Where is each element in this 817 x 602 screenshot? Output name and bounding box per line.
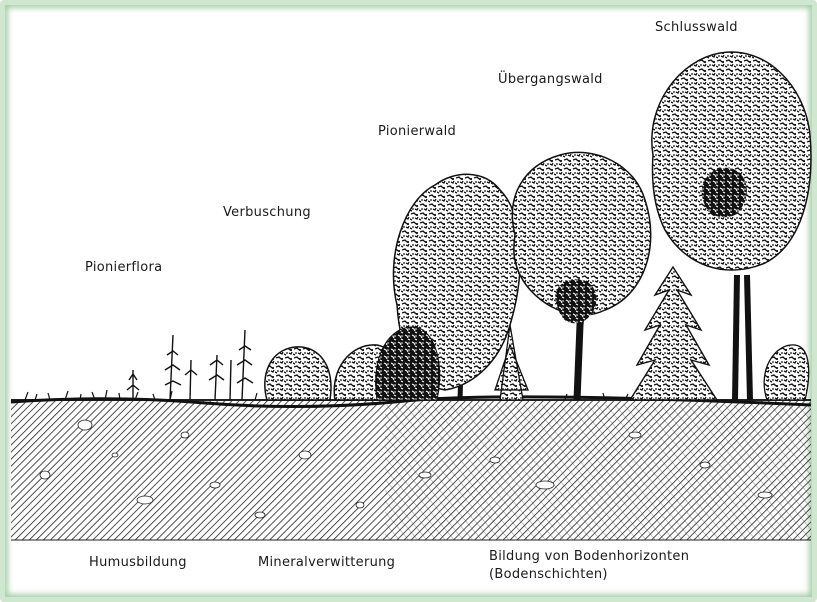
- soil-label-mineral: Mineralverwitterung: [258, 555, 395, 570]
- soil-label-horizonte-sub: (Bodenschichten): [489, 567, 608, 582]
- stage-label-pionierflora: Pionierflora: [85, 260, 162, 275]
- pionierwald-trees: [376, 174, 528, 400]
- soil-label-horizonte: Bildung von Bodenhorizonten: [489, 549, 689, 564]
- stage-label-schlusswald: Schlusswald: [655, 20, 738, 35]
- stage-label-uebergangswald: Übergangswald: [498, 72, 603, 87]
- pionierflora-plants: [127, 330, 253, 400]
- stage-label-verbuschung: Verbuschung: [223, 205, 311, 220]
- soil-label-humus: Humusbildung: [89, 555, 187, 570]
- soil-layer: [11, 397, 811, 540]
- stage-label-pionierwald: Pionierwald: [378, 124, 456, 139]
- succession-illustration: [5, 5, 812, 597]
